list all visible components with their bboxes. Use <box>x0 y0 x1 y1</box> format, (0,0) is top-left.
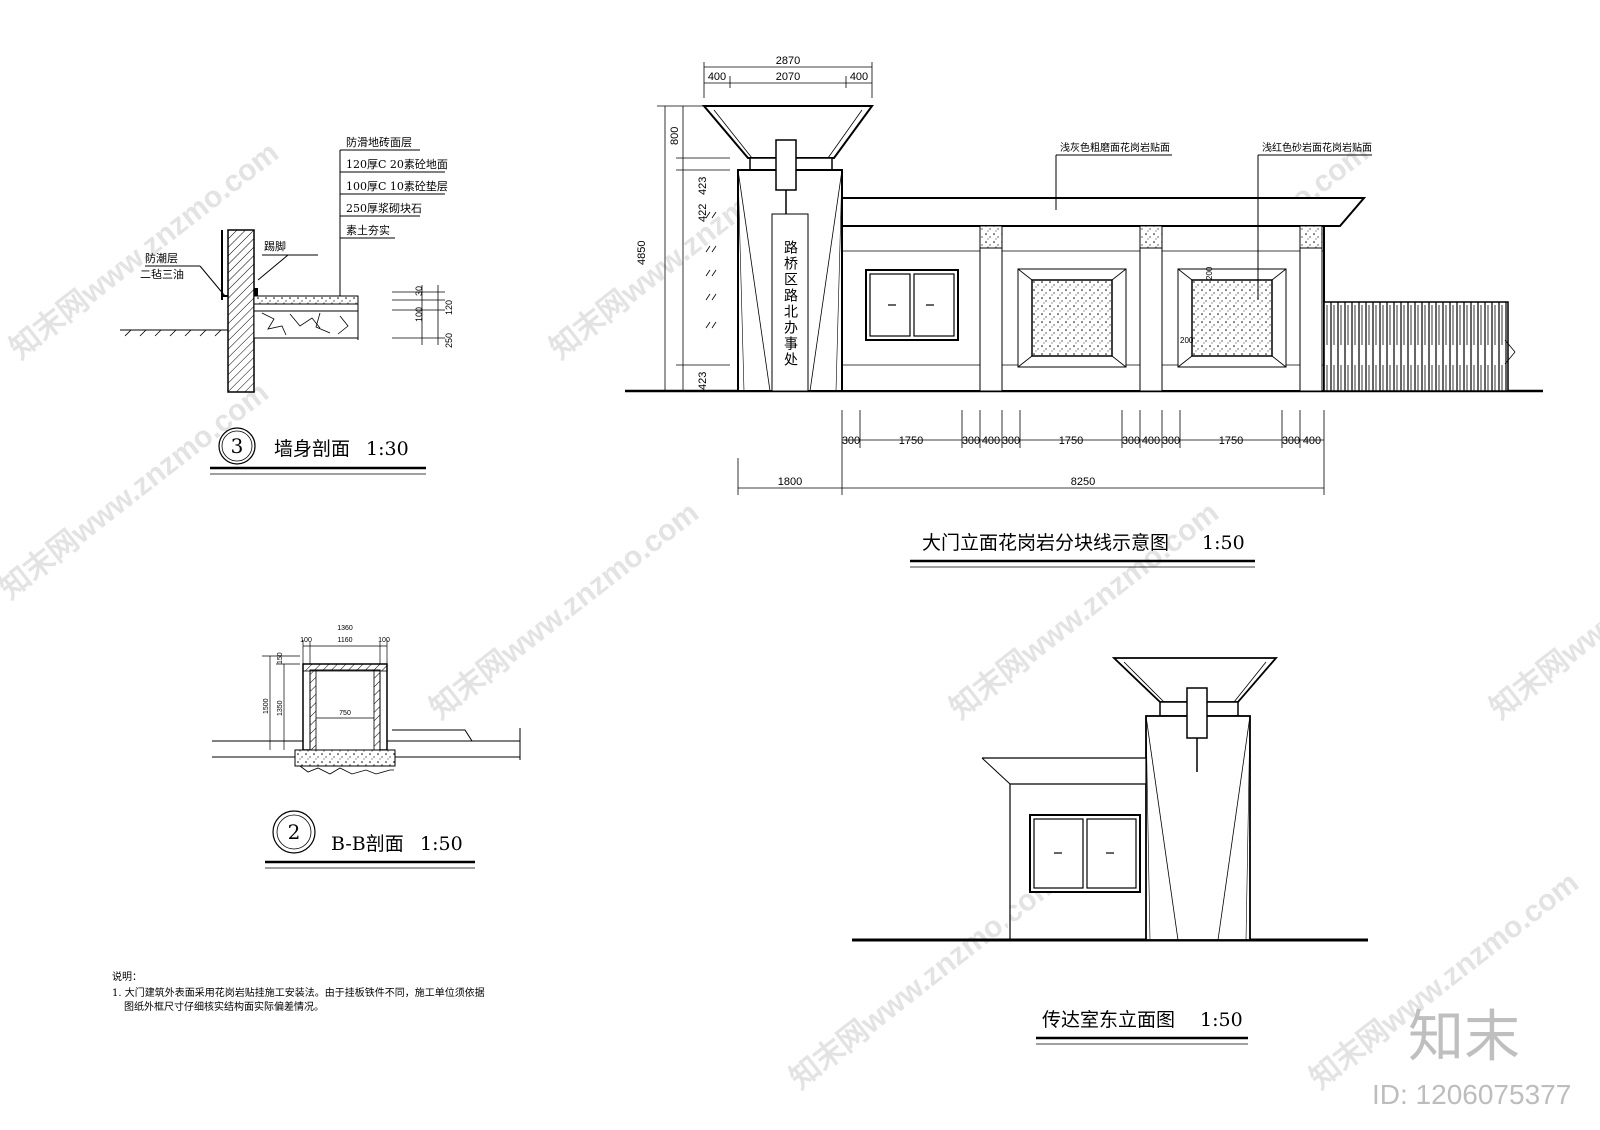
notes-line: 1. 大门建筑外表面采用花岗岩贴挂施工安装法。由于挂板铁件不同，施工单位须依据 <box>112 986 485 999</box>
section-scale: 1:50 <box>420 833 463 855</box>
gate-elevation-drawing <box>625 62 1543 495</box>
section-number: 3 <box>231 434 244 458</box>
image-id: ID: 1206075377 <box>1372 1079 1571 1110</box>
material-note: 浅红色砂岩面花岗岩贴面 <box>1262 141 1372 154</box>
dim-text: 423 <box>697 177 709 195</box>
dim-text: 8250 <box>1071 476 1095 488</box>
notes-line: 图纸外框尺寸仔细核实结构面实际偏差情况。 <box>124 1000 324 1013</box>
wall-body <box>227 229 255 393</box>
dim-text: 422 <box>697 204 709 222</box>
bb-section-drawing <box>212 640 521 775</box>
drawing-scale: 1:50 <box>1200 1009 1243 1031</box>
drawing-scale: 1:50 <box>1202 532 1245 554</box>
dim-text: 100 <box>300 637 312 644</box>
gate-elevation-labels: 2870 400 2070 400 800 423 422 4850 423 路… <box>636 55 1372 488</box>
dim-text: 200 <box>1180 336 1194 345</box>
dim-text: 250 <box>444 333 454 348</box>
dim-text: 300 <box>1282 435 1300 447</box>
dim-text: 4850 <box>636 241 648 265</box>
dim-text: 300 <box>1122 435 1140 447</box>
layer-label: 120厚C 20素砼地面 <box>346 158 448 171</box>
wall-section-drawing <box>120 149 445 393</box>
skirting-label: 踢脚 <box>264 239 286 253</box>
section-title: B-B剖面 <box>331 833 404 855</box>
drawing-title: 大门立面花岗岩分块线示意图 <box>922 532 1169 554</box>
dim-text: 750 <box>339 710 351 717</box>
dim-text: 1750 <box>899 435 923 447</box>
dim-text: 1750 <box>1219 435 1243 447</box>
drawing-title: 传达室东立面图 <box>1042 1009 1175 1031</box>
bb-section-labels: 1360 1160 100 100 1500 1350 150 750 <box>263 625 390 717</box>
dim-text: 150 <box>277 652 284 664</box>
watermark-text: 知末网www.znzmo.com <box>784 866 1065 1096</box>
dim-text: 30 <box>414 286 424 296</box>
watermark-text: 知末网www.znzmo.com <box>1484 496 1600 726</box>
material-note: 浅灰色粗磨面花岗岩贴面 <box>1060 141 1170 154</box>
dim-text: 2070 <box>776 71 800 83</box>
dim-text: 1800 <box>778 476 802 488</box>
dim-text: 400 <box>1303 435 1321 447</box>
dim-text: 200 <box>1205 266 1214 280</box>
dim-text: 1350 <box>277 700 284 716</box>
brand-mark: 知末 <box>1408 1005 1520 1068</box>
section-number: 2 <box>288 820 301 844</box>
dim-text: 120 <box>444 300 454 315</box>
dim-text: 300 <box>842 435 860 447</box>
dim-text: 300 <box>962 435 980 447</box>
section-title: 墙身剖面 <box>274 438 350 460</box>
brand-logo: 知末 ID: 1206075377 <box>1372 1005 1571 1110</box>
dim-text: 1750 <box>1059 435 1083 447</box>
felt-label: 二毡三油 <box>140 267 184 281</box>
layer-label: 防滑地砖面层 <box>346 135 412 149</box>
dim-text: 400 <box>1142 435 1160 447</box>
dim-text: 423 <box>697 372 709 390</box>
dim-text: 400 <box>708 71 726 83</box>
watermark-text: 知末网www.znzmo.com <box>424 496 705 726</box>
dim-text: 1500 <box>263 698 270 714</box>
section-scale: 1:30 <box>366 438 409 460</box>
guard-elevation-drawing <box>852 657 1368 942</box>
general-notes: 说明： 1. 大门建筑外表面采用花岗岩贴挂施工安装法。由于挂板铁件不同，施工单位… <box>112 970 485 1013</box>
dim-text: 100 <box>378 637 390 644</box>
watermark-text: 知末网www.znzmo.com <box>0 376 275 606</box>
dim-text: 2870 <box>776 55 800 67</box>
dim-text: 1360 <box>337 625 353 632</box>
layer-label: 250厚浆砌块石 <box>346 201 422 215</box>
wall-section-labels: 防滑地砖面层 120厚C 20素砼地面 100厚C 10素砼垫层 250厚浆砌块… <box>140 135 454 348</box>
dim-text: 100 <box>414 307 424 322</box>
gate-sign-text: 路桥区路北办事处 <box>782 240 798 368</box>
layer-label: 素土夯实 <box>346 223 390 237</box>
damp-proof-label: 防潮层 <box>145 251 178 265</box>
layer-label: 100厚C 10素砼垫层 <box>346 179 448 193</box>
dim-text: 1160 <box>337 637 352 644</box>
dim-text: 400 <box>982 435 1000 447</box>
wall-section-title: 3 墙身剖面 1:30 <box>210 427 426 475</box>
bb-section-title: 2 B-B剖面 1:50 <box>265 810 475 869</box>
notes-heading: 说明： <box>112 970 142 983</box>
guard-elevation-title: 传达室东立面图 1:50 <box>1036 1009 1248 1045</box>
dim-text: 400 <box>850 71 868 83</box>
dim-text: 800 <box>669 127 681 145</box>
gate-elevation-title: 大门立面花岗岩分块线示意图 1:50 <box>910 532 1255 568</box>
dim-text: 300 <box>1002 435 1020 447</box>
dim-text: 300 <box>1162 435 1180 447</box>
